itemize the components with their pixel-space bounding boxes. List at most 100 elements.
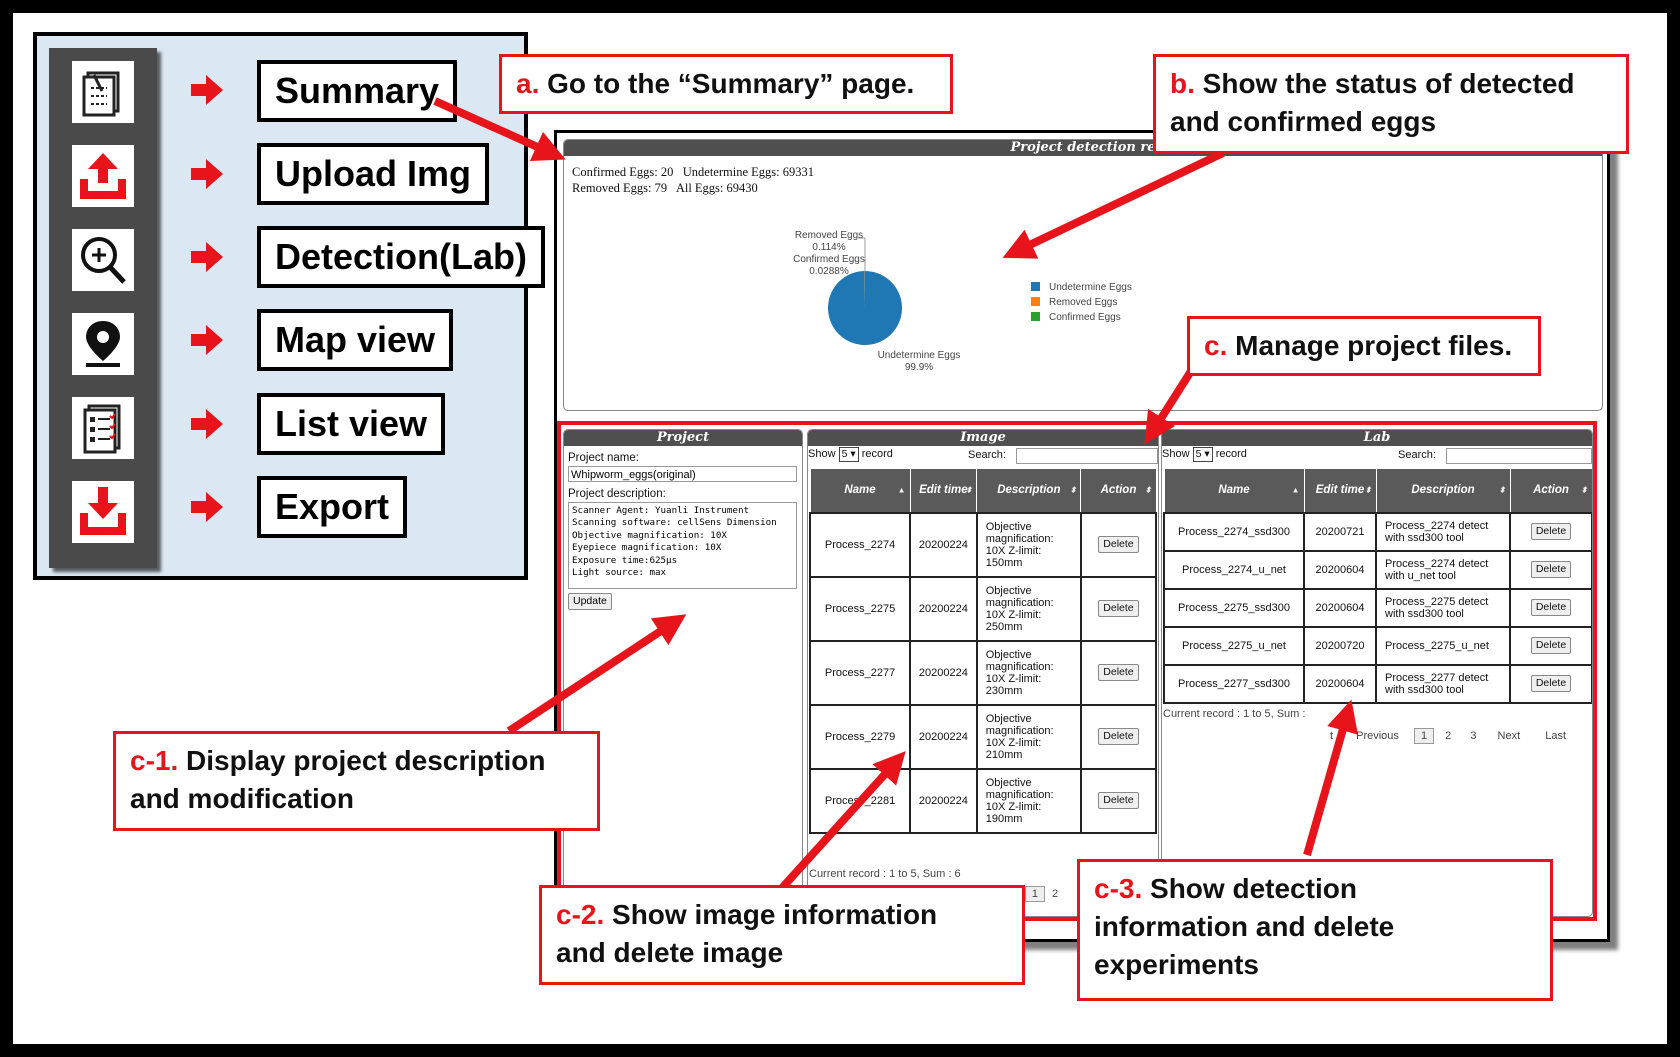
manage-project-files-frame: Project Project name: Whipworm_eggs(orig… xyxy=(557,421,1597,921)
lab-pager-page-2[interactable]: 2 xyxy=(1445,730,1452,742)
menu-label-detection-lab[interactable]: Detection(Lab) xyxy=(257,226,545,288)
cell-description: Objective magnification: 10X Z-limit: 25… xyxy=(975,575,1082,642)
lab-col-edit-time[interactable]: Edit time⬍ xyxy=(1303,468,1377,513)
list-icon[interactable] xyxy=(72,397,134,459)
project-name-label: Project name: xyxy=(568,452,639,464)
cell-edit-time: 20200224 xyxy=(909,767,978,834)
sort-icon: ⬍ xyxy=(1144,485,1152,495)
cell-description: Process_2277 detect with ssd300 tool xyxy=(1375,663,1511,704)
image-col-edit-time[interactable]: Edit time⬍ xyxy=(909,468,978,513)
cell-description: Process_2275 detect with ssd300 tool xyxy=(1375,587,1511,628)
sort-icon: ⬍ xyxy=(965,485,973,495)
delete-button[interactable]: Delete xyxy=(1098,600,1139,617)
lab-pager-current[interactable]: 1 xyxy=(1413,728,1435,744)
delete-button[interactable]: Delete xyxy=(1530,675,1572,692)
lab-col-name[interactable]: Name▲ xyxy=(1163,468,1305,513)
legend-item-undetermine: Undetermine Eggs xyxy=(1031,282,1132,293)
cell-action: Delete xyxy=(1509,663,1592,704)
delete-button[interactable]: Delete xyxy=(1530,599,1572,616)
menu-label-map-view[interactable]: Map view xyxy=(257,309,454,371)
lab-search-input[interactable] xyxy=(1446,448,1592,464)
lab-pager-first[interactable]: t xyxy=(1330,730,1334,742)
cell-name: Process_2274_ssd300 xyxy=(1163,511,1305,552)
cell-action: Delete xyxy=(1079,767,1158,834)
detection-zoom-icon[interactable] xyxy=(72,229,134,291)
cell-description: Process_2274 detect with ssd300 tool xyxy=(1375,511,1511,552)
delete-button[interactable]: Delete xyxy=(1530,637,1572,654)
pie-slice-undetermine-eggs xyxy=(828,271,903,345)
image-search-input[interactable] xyxy=(1016,448,1158,464)
delete-button[interactable]: Delete xyxy=(1098,664,1139,681)
image-col-action[interactable]: Action⬍ xyxy=(1080,468,1157,513)
lab-col-description[interactable]: Description⬍ xyxy=(1375,468,1511,513)
delete-button[interactable]: Delete xyxy=(1098,792,1139,809)
cell-action: Delete xyxy=(1509,625,1592,666)
project-name-input[interactable]: Whipworm_eggs(original) xyxy=(568,466,797,482)
callout-c: c. Manage project files. xyxy=(1187,316,1541,376)
sort-icon: ⬍ xyxy=(1498,485,1506,495)
map-pin-icon[interactable] xyxy=(72,313,134,375)
lab-col-action[interactable]: Action⬍ xyxy=(1509,468,1592,513)
stats-line-2: Removed Eggs: 79 All Eggs: 69430 xyxy=(572,181,758,195)
cell-edit-time: 20200224 xyxy=(909,639,978,706)
lab-pager-last[interactable]: Last xyxy=(1545,730,1567,742)
image-pager-page[interactable]: 2 xyxy=(1052,888,1059,900)
lab-page-size-select[interactable]: 5 ▾ xyxy=(1192,447,1213,462)
lab-pager-page-3[interactable]: 3 xyxy=(1470,730,1477,742)
arrow-right-icon xyxy=(191,325,223,355)
cell-name: Process_2277 xyxy=(808,639,912,706)
upload-icon[interactable] xyxy=(72,145,134,207)
cell-edit-time: 20200224 xyxy=(909,575,978,642)
lab-panel: Lab Show 5 ▾ record Search: Name▲ Edit t… xyxy=(1161,429,1593,917)
summary-icon[interactable] xyxy=(72,61,134,123)
callout-a: a. Go to the “Summary” page. xyxy=(499,54,953,114)
stats-line-1: Confirmed Eggs: 20 Undetermine Eggs: 693… xyxy=(572,165,814,179)
lab-search-label: Search: xyxy=(1398,449,1436,461)
image-page-size-select[interactable]: 5 ▾ xyxy=(838,447,859,462)
update-button[interactable]: Update xyxy=(568,593,612,610)
delete-button[interactable]: Delete xyxy=(1530,523,1572,540)
sort-asc-icon: ▲ xyxy=(1291,485,1300,495)
cell-edit-time: 20200604 xyxy=(1303,587,1377,628)
cell-description: Process_2274 detect with u_net tool xyxy=(1375,549,1511,590)
arrow-c1-icon xyxy=(506,614,687,735)
menu-label-upload-img[interactable]: Upload Img xyxy=(257,143,489,205)
legend-item-removed: Removed Eggs xyxy=(1031,297,1117,308)
cell-edit-time: 20200604 xyxy=(1303,663,1377,704)
menu-label-list-view[interactable]: List view xyxy=(257,393,446,455)
lab-pager-next[interactable]: Next xyxy=(1497,730,1521,742)
cell-name: Process_2275 xyxy=(808,575,912,642)
lab-panel-header: Lab xyxy=(1162,430,1592,446)
project-description-textarea[interactable]: Scanner Agent: Yuanli Instrument Scannin… xyxy=(568,502,797,589)
image-col-description[interactable]: Description⬍ xyxy=(976,468,1082,513)
cell-action: Delete xyxy=(1079,639,1158,706)
lab-page-size-control: Show 5 ▾ record xyxy=(1162,447,1247,462)
download-icon[interactable] xyxy=(72,481,134,543)
delete-button[interactable]: Delete xyxy=(1098,536,1139,553)
legend-item-confirmed: Confirmed Eggs xyxy=(1031,312,1121,323)
cell-edit-time: 20200224 xyxy=(909,511,978,578)
menu-label-summary[interactable]: Summary xyxy=(257,60,458,122)
cell-description: Objective magnification: 10X Z-limit: 23… xyxy=(975,639,1082,706)
menu-label-export[interactable]: Export xyxy=(257,476,408,538)
arrow-a-icon xyxy=(433,97,566,162)
delete-button[interactable]: Delete xyxy=(1098,728,1139,745)
icon-sidebar xyxy=(49,48,157,568)
image-col-name[interactable]: Name▲ xyxy=(809,468,911,513)
delete-button[interactable]: Delete xyxy=(1530,561,1572,578)
arrow-b-icon xyxy=(1002,149,1225,259)
callout-c2: c-2. Show image information and delete i… xyxy=(539,885,1025,985)
cell-action: Delete xyxy=(1509,511,1592,552)
egg-status-pie-chart xyxy=(828,237,903,345)
image-pager-current[interactable]: 1 xyxy=(1024,886,1045,902)
image-panel-header: Image xyxy=(808,430,1158,446)
lab-pager-previous[interactable]: Previous xyxy=(1356,730,1399,742)
lab-table-footer: Current record : 1 to 5, Sum : xyxy=(1163,708,1306,720)
